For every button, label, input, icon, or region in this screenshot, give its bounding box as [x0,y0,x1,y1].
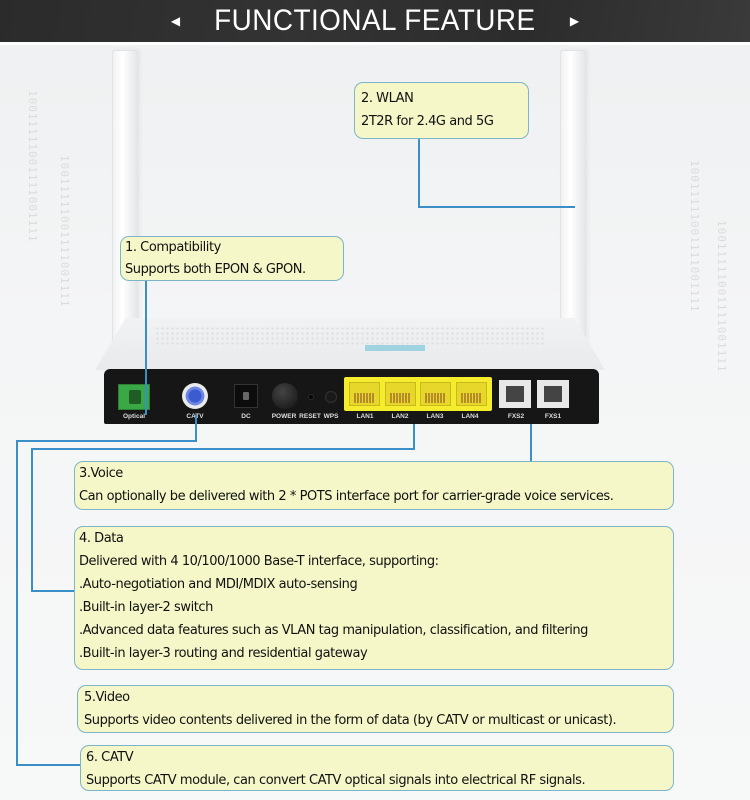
wps-button [325,391,337,403]
feature-card-catv: 6. CATV Supports CATV module, can conver… [80,745,674,791]
lan-port-group [344,377,492,411]
data-connector-line [413,424,415,450]
feature-text: Can optionally be delivered with 2 * POT… [79,489,614,504]
reset-button-label: RESET [299,413,321,420]
router-back-panel: Optical CATV DC POWER RESET WPS LAN1 LAN… [104,369,599,424]
circuit-binary-decoration: 10011111001111001111 [715,220,728,373]
lan1-label: LAN1 [356,413,374,420]
power-button [272,383,298,409]
feature-text: 2T2R for 2.4G and 5G [361,114,494,129]
fxs-port-group [499,380,569,408]
feature-text: Delivered with 4 10/100/1000 Base-T inte… [79,554,439,569]
catv-connector-line [16,440,197,442]
feature-card-wlan: 2. WLAN 2T2R for 2.4G and 5G [354,82,529,139]
catv-port [182,383,208,409]
lan2-port [384,382,416,406]
feature-heading: 6. CATV [86,750,134,765]
feature-text: .Advanced data features such as VLAN tag… [79,623,588,638]
feature-heading: 2. WLAN [361,91,414,106]
data-connector-line [31,448,33,592]
wlan-connector-line [418,138,420,208]
circuit-binary-decoration: 10011111001111001111 [58,155,71,308]
feature-card-compatibility: 1. Compatibility Supports both EPON & GP… [120,236,344,281]
wps-button-label: WPS [323,413,339,420]
page-title: FUNCTIONAL FEATURE [214,4,536,37]
feature-heading: 1. Compatibility [125,240,221,255]
wlan-connector-line [418,206,575,208]
router-vents [155,326,545,346]
dc-port [234,384,258,408]
fxs2-port [499,380,531,408]
fxs1-label: FXS1 [544,413,562,420]
circuit-binary-decoration: 10011111001111001111 [688,160,701,313]
voice-connector-line [530,424,532,462]
router-top-cover [95,318,605,370]
header-banner: ◀ FUNCTIONAL FEATURE ▶ [0,0,750,45]
lan1-port [349,382,381,406]
feature-text: Supports both EPON & GPON. [125,262,306,277]
feature-heading: 5.Video [84,690,130,705]
circuit-binary-decoration: 10011111001111001111 [26,90,39,243]
power-button-label: POWER [271,413,297,420]
left-antenna [112,50,138,350]
feature-text: .Built-in layer-3 routing and residentia… [79,646,368,661]
optical-port-label: Optical [122,413,146,420]
lan2-label: LAN2 [391,413,409,420]
optical-port [118,384,150,410]
lan4-label: LAN4 [461,413,479,420]
feature-heading: 3.Voice [79,466,123,481]
data-connector-line [31,448,415,450]
fxs2-label: FXS2 [507,413,525,420]
lan4-port [455,382,487,406]
feature-text: .Auto-negotiation and MDI/MDIX auto-sens… [79,577,358,592]
right-arrow-icon: ▶ [569,14,580,28]
reset-button [308,394,314,400]
router-logo [365,345,425,351]
feature-card-voice: 3.Voice Can optionally be delivered with… [74,461,674,510]
lan3-port [420,382,452,406]
feature-text: Supports video contents delivered in the… [84,713,617,728]
left-arrow-icon: ◀ [170,14,181,28]
feature-card-video: 5.Video Supports video contents delivere… [77,685,674,733]
data-connector-line [31,590,75,592]
catv-connector-line [195,415,197,442]
catv-connector-line [16,764,80,766]
dc-port-label: DC [241,413,251,420]
feature-text: Supports CATV module, can convert CATV o… [86,773,586,788]
feature-text: .Built-in layer-2 switch [79,600,213,615]
compatibility-connector-line [145,280,147,415]
lan3-label: LAN3 [426,413,444,420]
catv-connector-line [16,440,18,766]
right-antenna [560,50,586,345]
feature-heading: 4. Data [79,531,124,546]
feature-card-data: 4. Data Delivered with 4 10/100/1000 Bas… [74,526,674,670]
fxs1-port [537,380,569,408]
